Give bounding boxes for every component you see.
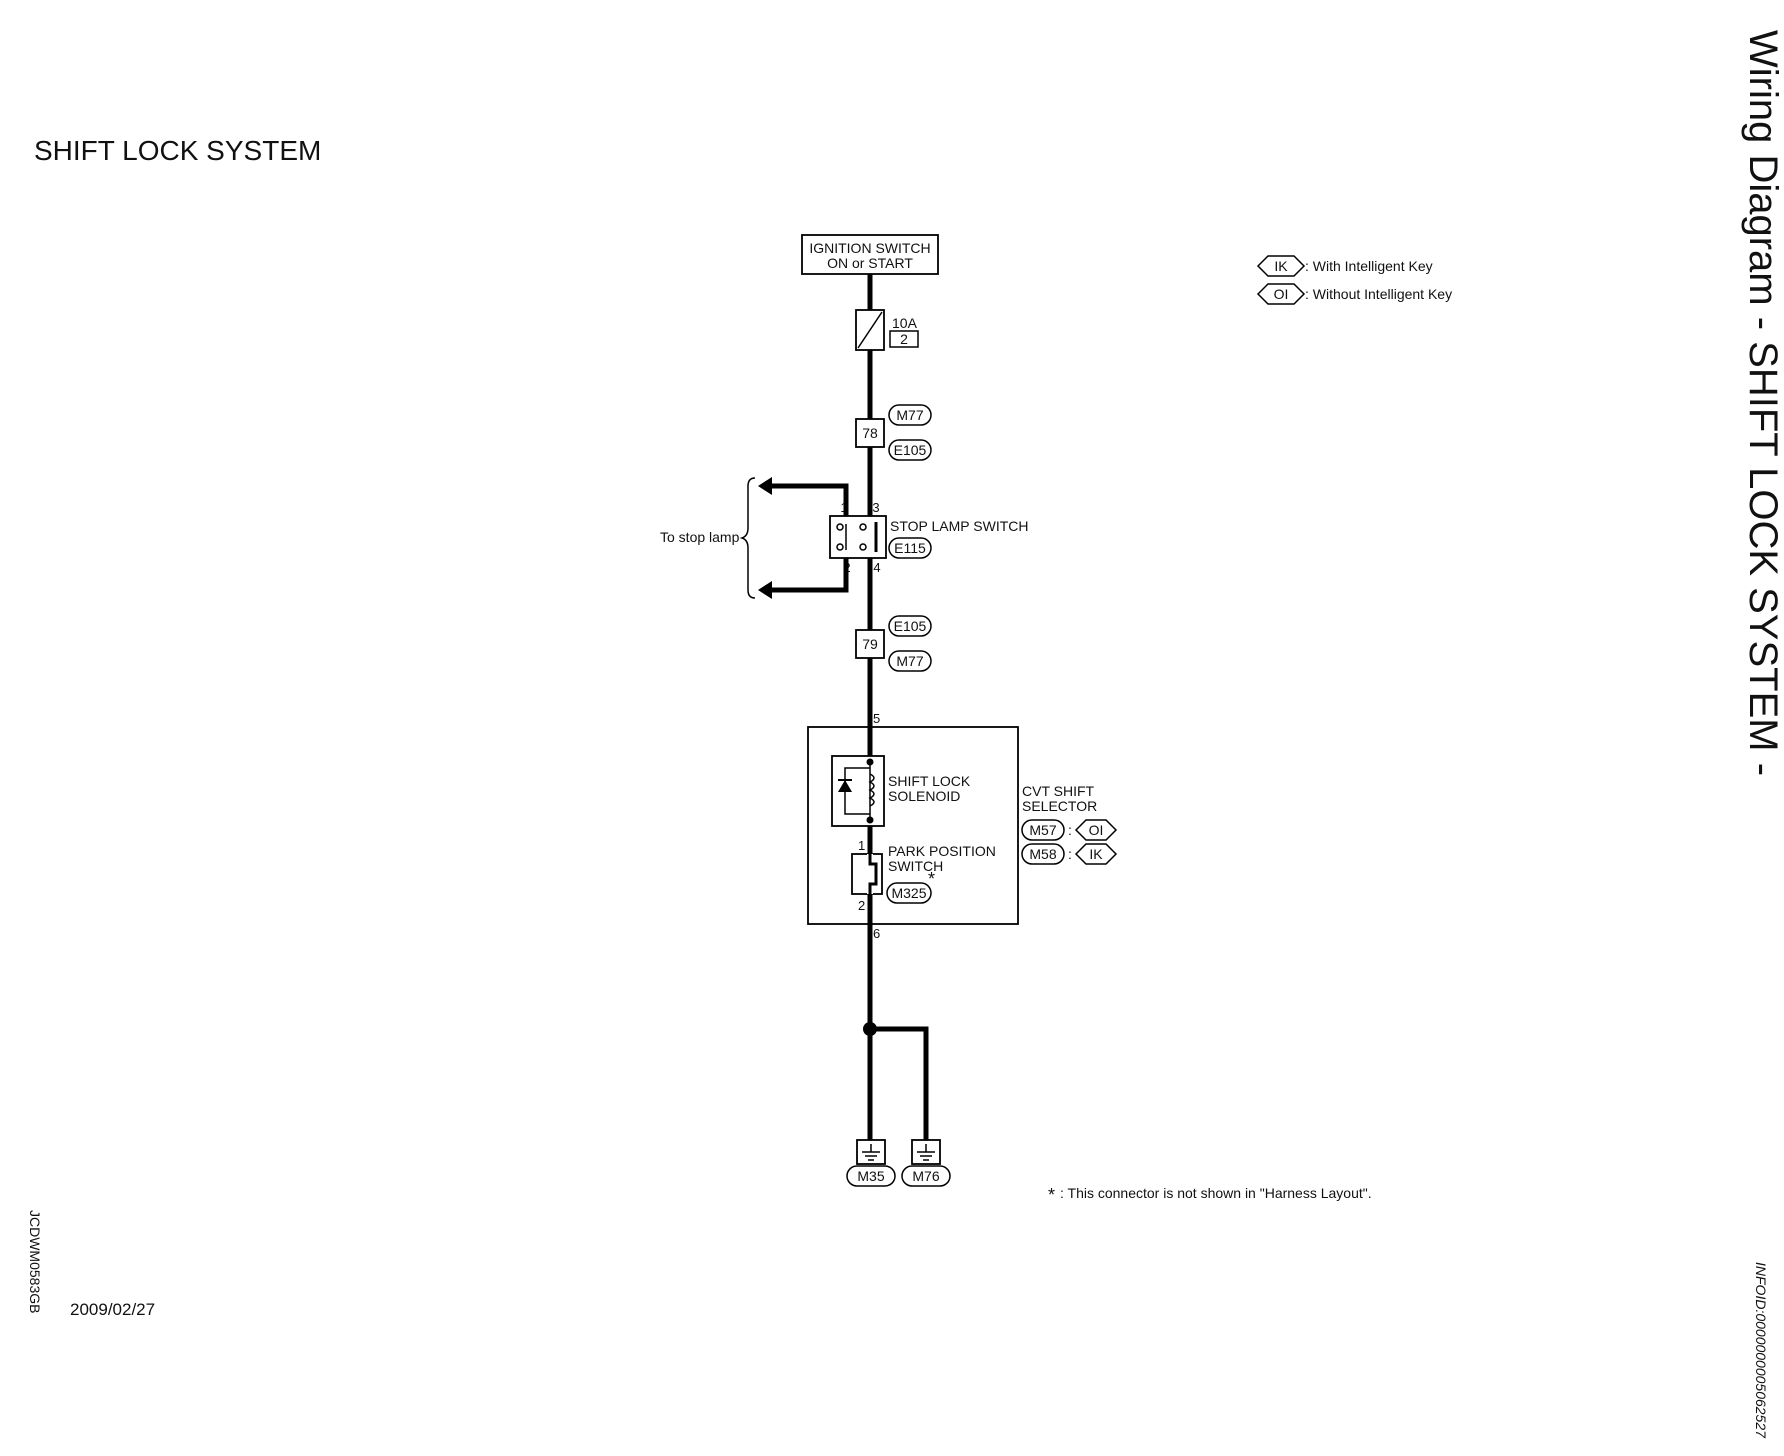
ignition-line1: IGNITION SWITCH	[809, 240, 930, 256]
joint1-pin: 78	[862, 425, 878, 441]
to-stop-lamp-label: To stop lamp	[660, 529, 740, 545]
joint-connector-78: 78 M77 E105	[855, 404, 932, 461]
switch-icon	[868, 854, 878, 894]
park-conn: M325	[891, 885, 926, 901]
selector-conn-m57: M57	[1029, 822, 1056, 838]
page-title: SHIFT LOCK SYSTEM	[34, 135, 321, 166]
park-pin2: 2	[858, 898, 865, 913]
selector-box	[807, 726, 1019, 925]
brace-icon	[739, 477, 756, 599]
fuse-rating: 10A	[892, 315, 918, 331]
legend-ik-tag	[1256, 255, 1306, 277]
park-label-1: PARK POSITION	[888, 843, 996, 859]
diode-icon	[838, 780, 852, 792]
park-position-switch: 1 2 PARK POSITION SWITCH M325 *	[851, 838, 996, 913]
selector-title-1: CVT SHIFT	[1022, 783, 1095, 799]
footnote-star: *	[1048, 1185, 1055, 1205]
shift-lock-solenoid: SHIFT LOCK SOLENOID	[831, 755, 971, 827]
stop-lamp-wire-bottom	[762, 558, 849, 593]
ground-m76: M76	[901, 1139, 951, 1187]
cvt-shift-selector: 5 6 SHIFT LOCK SOLENOID 1 2 PARK POSITIO…	[807, 711, 1118, 941]
ground1-label: M35	[857, 1168, 884, 1184]
selector-tag-ik-text: IK	[1089, 846, 1103, 862]
selector-conn-m58: M58	[1029, 846, 1056, 862]
legend-ik-text: : With Intelligent Key	[1305, 258, 1433, 274]
selector-colon-a: :	[1068, 822, 1072, 838]
footnote-text: : This connector is not shown in "Harnes…	[1060, 1185, 1372, 1201]
arrow-bottom-icon	[758, 581, 772, 599]
legend-oi-text: : Without Intelligent Key	[1305, 286, 1452, 302]
fuse-number: 2	[900, 331, 908, 347]
stop-lamp-pin4: 4	[873, 560, 880, 575]
stop-lamp-switch: 1 3 2 4 STOP LAMP SWITCH E115 To stop la…	[660, 477, 1028, 599]
legend-oi-tag-text: OI	[1274, 286, 1289, 302]
ground2-label: M76	[912, 1168, 939, 1184]
stop-lamp-pin3: 3	[872, 500, 879, 515]
joint1-bottom-conn: E105	[894, 442, 927, 458]
selector-tag-oi-text: OI	[1089, 822, 1104, 838]
selector-pin6: 6	[873, 926, 880, 941]
fuse: 10A 2	[855, 309, 919, 351]
solenoid-label-1: SHIFT LOCK	[888, 773, 971, 789]
legend: IK : With Intelligent Key OI : Without I…	[1256, 255, 1452, 305]
joint2-top-conn: E105	[894, 618, 927, 634]
legend-oi-tag	[1256, 283, 1306, 305]
side-title: Wiring Diagram - SHIFT LOCK SYSTEM -	[1741, 30, 1784, 776]
stop-lamp-conn: E115	[894, 540, 926, 556]
selector-pin5: 5	[873, 711, 880, 726]
stop-lamp-wire-top	[762, 483, 849, 516]
park-star: *	[928, 869, 935, 889]
coil-icon	[868, 773, 875, 807]
ignition-line2: ON or START	[827, 255, 913, 271]
park-pin1: 1	[858, 838, 865, 853]
joint2-pin: 79	[862, 636, 878, 652]
joint2-bottom-conn: M77	[896, 653, 923, 669]
joint-connector-79: 79 E105 M77	[855, 615, 932, 672]
ignition-switch: IGNITION SWITCH ON or START	[801, 234, 939, 275]
side-code: INFOID:0000000005062527	[1753, 1262, 1769, 1439]
ground-m35: M35	[846, 1139, 896, 1187]
selector-title-2: SELECTOR	[1022, 798, 1097, 814]
selector-colon-b: :	[1068, 846, 1072, 862]
legend-ik-tag-text: IK	[1274, 258, 1288, 274]
selector-tag-oi	[1074, 819, 1118, 841]
diagram-date: 2009/02/27	[70, 1300, 155, 1319]
arrow-top-icon	[758, 477, 772, 495]
joint1-top-conn: M77	[896, 407, 923, 423]
ground-branch-wire	[870, 1026, 929, 1148]
stop-lamp-label: STOP LAMP SWITCH	[890, 518, 1028, 534]
diagram-code: JCDWM0583GB	[27, 1210, 43, 1313]
solenoid-label-2: SOLENOID	[888, 788, 960, 804]
park-label-2: SWITCH	[888, 858, 943, 874]
selector-tag-ik	[1074, 843, 1118, 865]
